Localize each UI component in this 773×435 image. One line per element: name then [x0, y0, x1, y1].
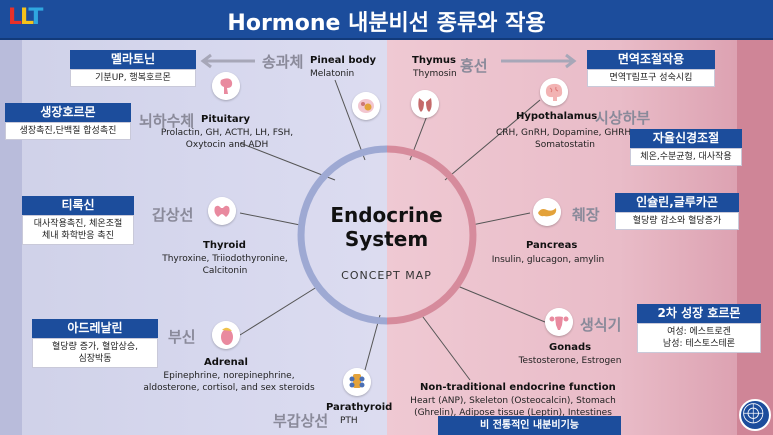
pancreas-korean-label: 췌장 [572, 206, 600, 224]
growth-hormone-box-title: 생장호르몬 [5, 103, 131, 122]
thymus-korean-label: 흉선 [460, 57, 488, 75]
thyroid-korean-label: 갑상선 [152, 206, 194, 224]
melatonin-box-title: 멜라토닌 [70, 50, 196, 69]
gonads-name: Gonads [549, 342, 592, 353]
adrenal-name: Adrenal [204, 357, 248, 368]
page-title: Hormone 내분비선 종류와 작용 [227, 11, 546, 36]
autonomic-regulation-box-title: 자율신경조절 [630, 129, 742, 148]
pancreas-icon [533, 198, 561, 226]
right-edge-stripe [737, 40, 773, 435]
header-bar: LLT Hormone 내분비선 종류와 작용 [0, 0, 773, 40]
gonads-hormones: Testosterone, Estrogen [518, 356, 622, 366]
adrenal-gland-icon [212, 321, 240, 349]
thyroxine-box-title: 티록신 [22, 196, 134, 215]
secondary-sex-hormone-box-desc: 여성: 에스트로겐 남성: 테스토스테론 [637, 323, 761, 353]
hypothalamus-hormones: CRH, GnRH, Dopamine, GHRH, Somatostatin [496, 128, 634, 150]
thyroid-hormones: Thyroxine, Triiodothyronine, Calcitonin [162, 254, 288, 276]
immune-regulation-box-desc: 면역T림프구 성숙시킴 [587, 69, 715, 87]
melatonin-box-desc: 기분UP, 행복호르몬 [70, 69, 196, 87]
thymus-hormones: Thymosin [413, 69, 457, 79]
autonomic-regulation-box-desc: 체온,수분균형, 대사작용 [630, 148, 742, 166]
adrenaline-box-desc: 혈당량 증가, 혈압상승, 심장박동 [32, 338, 158, 368]
insulin-glucagon-box-desc: 혈당량 감소와 혈당증가 [615, 212, 739, 230]
pituitary-hormones: Prolactin, GH, ACTH, LH, FSH, Oxytocin a… [160, 128, 294, 150]
immune-regulation-box-title: 면역조절작용 [587, 50, 715, 69]
adrenaline-box-title: 아드레날린 [32, 319, 158, 338]
pancreas-name: Pancreas [526, 240, 578, 251]
thymus-gland-icon [411, 90, 439, 118]
growth-hormone-box-desc: 생장촉진,단백질 합성촉진 [5, 122, 131, 140]
adrenal-korean-label: 부신 [168, 328, 196, 346]
gonads-uterus-icon [545, 308, 573, 336]
hypothalamus-brain-icon [540, 78, 568, 106]
pineal-gland-icon [352, 92, 380, 120]
hypothalamus-name: Hypothalamus [516, 111, 598, 122]
gonads-korean-label: 생식기 [580, 316, 622, 334]
nontraditional-title: Non-traditional endocrine function [420, 382, 616, 393]
pituitary-gland-icon [212, 72, 240, 100]
llt-logo: LLT [8, 5, 43, 30]
parathyroid-korean-label: 부갑상선 [273, 412, 329, 430]
parathyroid-hormones: PTH [340, 416, 358, 426]
center-subtitle: CONCEPT MAP [341, 269, 432, 282]
thyroid-name: Thyroid [203, 240, 246, 251]
thyroid-gland-icon [208, 197, 236, 225]
thymus-name: Thymus [412, 55, 456, 66]
adrenal-hormones: Epinephrine, norepinephrine, aldosterone… [143, 371, 315, 393]
nontraditional-organs: Heart (ANP), Skeleton (Osteocalcin), Sto… [410, 396, 616, 418]
secondary-sex-hormone-box-title: 2차 성장 호르몬 [637, 304, 761, 323]
center-title: Endocrine System [330, 203, 443, 251]
nontraditional-box-label: 비 전통적인 내분비기능 [438, 416, 621, 435]
pineal-name: Pineal body [310, 55, 377, 66]
hypothalamus-korean-label: 시상하부 [595, 109, 651, 127]
pineal-hormones: Melatonin [310, 69, 355, 79]
pancreas-hormones: Insulin, glucagon, amylin [491, 255, 605, 265]
pituitary-korean-label: 뇌하수체 [139, 112, 195, 130]
thyroxine-box-desc: 대사작용촉진, 체온조절 체내 화학반응 촉진 [22, 215, 134, 245]
university-seal-icon [739, 399, 771, 431]
pineal-korean-label: 송과체 [262, 53, 304, 71]
parathyroid-gland-icon [343, 368, 371, 396]
parathyroid-name: Parathyroid [326, 402, 393, 413]
pituitary-name: Pituitary [201, 114, 251, 125]
right-background-panel [387, 40, 773, 435]
insulin-glucagon-box-title: 인슐린,글루카곤 [615, 193, 739, 212]
